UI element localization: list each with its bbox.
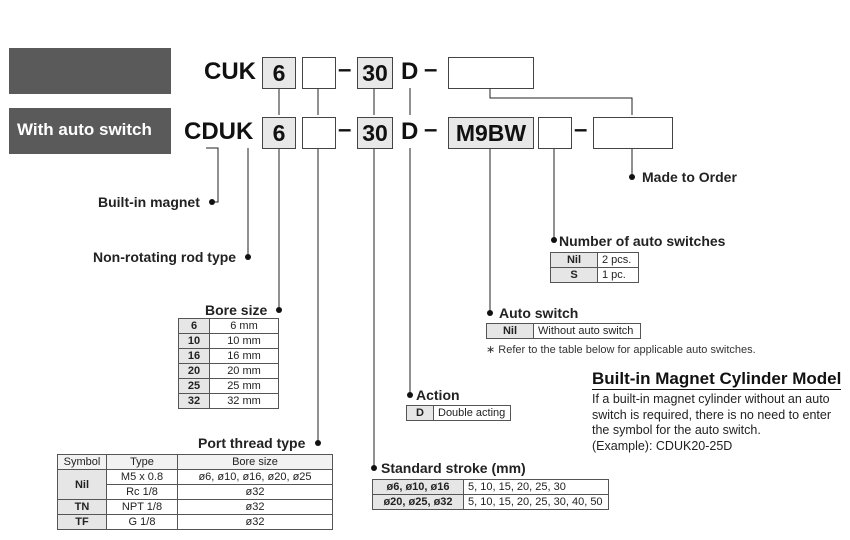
label-number-of-switches: Number of auto switches	[559, 233, 726, 249]
made-to-order-box-auto-switch	[593, 117, 673, 149]
port-box-standard	[302, 57, 336, 89]
table-row: Nil M5 x 0.8 ø6, ø10, ø16, ø20, ø25	[57, 469, 333, 500]
label-bore-size: Bore size	[205, 302, 268, 318]
stroke-box-auto-switch: 30	[357, 117, 393, 149]
made-to-order-box-standard	[448, 57, 534, 89]
bore-box-auto-switch: 6	[262, 117, 296, 149]
dash-auto-3: –	[574, 116, 588, 143]
label-port-thread: Port thread type	[198, 435, 306, 451]
model-prefix-standard: CUK	[204, 58, 256, 85]
auto-switch-box: M9BW	[448, 117, 534, 149]
label-built-in-magnet: Built-in magnet	[98, 194, 200, 210]
table-row: TF G 1/8 ø32	[57, 514, 333, 530]
label-non-rotating: Non-rotating rod type	[93, 249, 237, 265]
label-standard-stroke: Standard stroke (mm)	[381, 460, 526, 476]
banner-auto-switch: With auto switch	[9, 108, 171, 154]
table-header-row: Symbol Type Bore size	[57, 454, 333, 470]
action-code-auto-switch: D	[401, 118, 419, 145]
table-row: Rc 1/8 ø32	[58, 484, 333, 500]
info-example: (Example): CDUK20-25D	[592, 438, 733, 453]
stroke-box-standard: 30	[357, 57, 393, 89]
dash-standard-2: –	[424, 56, 438, 83]
switch-count-box	[538, 117, 572, 149]
banner-auto-switch-label: With auto switch	[17, 120, 152, 139]
banner-standard	[9, 48, 171, 94]
model-prefix-auto-switch: CDUK	[184, 118, 254, 145]
label-action: Action	[416, 387, 460, 403]
label-made-to-order: Made to Order	[642, 169, 737, 185]
port-box-auto-switch	[302, 117, 336, 149]
action-code-standard: D	[401, 58, 419, 85]
info-body: If a built-in magnet cylinder without an…	[592, 392, 832, 437]
bore-box-standard: 6	[262, 57, 296, 89]
dash-auto-2: –	[424, 116, 438, 143]
auto-switch-note: ∗ Refer to the table below for applicabl…	[486, 344, 756, 356]
dash-standard-1: –	[338, 56, 352, 83]
info-text: If a built-in magnet cylinder without an…	[592, 392, 842, 454]
table-row: TN NPT 1/8 ø32	[57, 499, 333, 515]
port-thread-table: Symbol Type Bore size Nil M5 x 0.8 ø6, ø…	[57, 454, 333, 530]
info-title: Built-in Magnet Cylinder Model	[592, 369, 842, 390]
label-auto-switch: Auto switch	[499, 305, 579, 321]
dash-auto-1: –	[338, 116, 352, 143]
